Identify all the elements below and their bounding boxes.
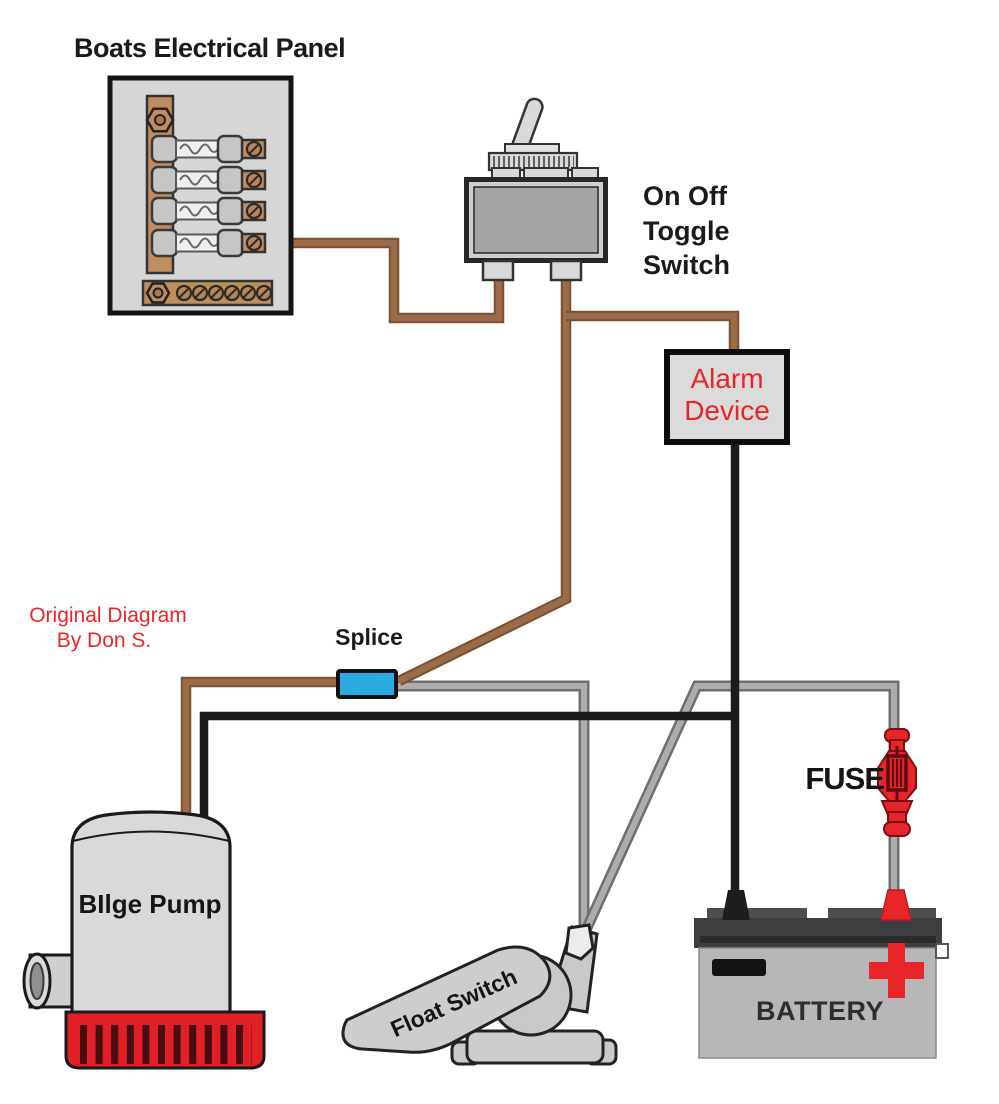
alarm-device-label-line2: Device (684, 395, 770, 426)
toggle-terminal-left (481, 259, 515, 282)
battery-negative-terminal (722, 890, 750, 920)
wire-brown-branch-to-alarm-device (566, 310, 740, 356)
toggle-switch-label-line3: Switch (643, 250, 730, 280)
alarm-device-box (664, 349, 790, 445)
panel-fuse-row (150, 228, 267, 258)
float-switch-wire-connector (564, 923, 595, 961)
electrical-panel (107, 75, 294, 316)
float-switch (341, 923, 618, 1066)
credit-line1: Original Diagram (29, 604, 187, 627)
credit-line2: By Don S. (57, 629, 152, 652)
battery-minus-symbol (712, 959, 766, 976)
splice-label: Splice (335, 624, 403, 650)
panel-fuse-row (150, 196, 267, 226)
wire-brown-toggle-switch-to-splice (396, 277, 572, 686)
fuse-label: FUSE (805, 761, 884, 796)
bilge-pump-label: BIlge Pump (78, 889, 221, 919)
alarm-device-label-line1: Alarm (690, 363, 763, 394)
panel-fuse-row (150, 165, 267, 195)
battery-label: BATTERY (756, 996, 884, 1026)
toggle-switch-label-line2: Toggle (643, 216, 729, 246)
battery (694, 889, 949, 1059)
pump-body (70, 810, 232, 1015)
panel-fuse-row (150, 134, 267, 164)
fuse-holder-icon (877, 728, 917, 837)
wire-gray-splice-to-float-switch (395, 680, 590, 938)
toggle-switch (464, 97, 608, 282)
wire-brown-splice-to-bilge-pump (180, 676, 341, 826)
bilge-pump (22, 810, 266, 1070)
battery-positive-terminal (880, 889, 912, 921)
toggle-terminal-right (549, 259, 583, 282)
wire-black-bilge-pump-to-negative (199, 711, 735, 826)
battery-plus-symbol (869, 943, 924, 998)
toggle-switch-label-line1: On Off (643, 181, 728, 211)
panel-terminal-strip (141, 279, 274, 307)
wire-brown-panel-to-toggle-switch (253, 237, 505, 324)
splice-connector (336, 669, 398, 699)
float-switch-float-arm (341, 945, 552, 1054)
panel-title: Boats Electrical Panel (74, 33, 345, 63)
